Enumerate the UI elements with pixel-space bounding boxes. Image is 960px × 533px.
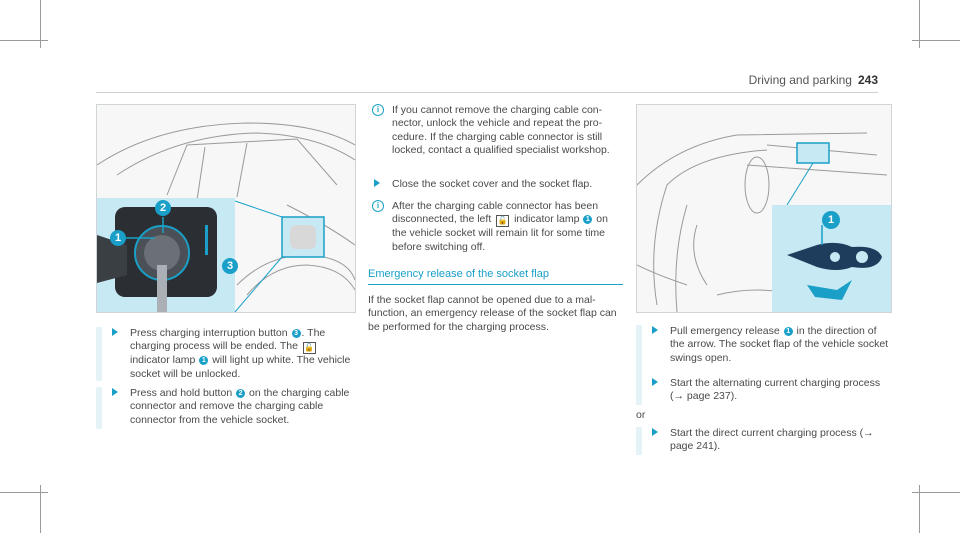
- step-pull-release: Pull emergency release 1 in the directio…: [636, 325, 890, 377]
- header-rule: [96, 92, 878, 93]
- info-text: After the charging cable connector has b…: [392, 200, 608, 253]
- step-text: Start the alternating current charging p…: [670, 377, 881, 403]
- figure-emergency-release: 1: [636, 104, 892, 313]
- crop-mark: [912, 492, 960, 493]
- crop-mark: [0, 492, 48, 493]
- section-rule: [368, 284, 623, 285]
- callout-3: 3: [222, 258, 238, 274]
- figure-charging-socket: 1 2 3: [96, 104, 356, 313]
- step-start-dc: Start the direct current charging proces…: [636, 427, 890, 455]
- step-arrow-icon: [652, 428, 658, 436]
- crop-mark: [912, 40, 960, 41]
- or-label: or: [636, 409, 646, 421]
- step-arrow-icon: [112, 328, 118, 336]
- header-title: Driving and parking: [748, 73, 852, 87]
- info-after-disconnect: i After the charging cable connector has…: [358, 200, 623, 254]
- callout-2: 2: [155, 200, 171, 216]
- step-arrow-icon: [112, 388, 118, 396]
- callout-1: 1: [110, 230, 126, 246]
- step-text: Pull emergency release 1 in the directio…: [670, 325, 889, 364]
- step-bar: [636, 325, 642, 377]
- info-cannot-remove: i If you cannot remove the charging cabl…: [358, 104, 623, 170]
- step-arrow-icon: [652, 326, 658, 334]
- callout-ref: 3: [291, 329, 301, 338]
- callout-ref: 1: [199, 356, 209, 366]
- unlock-icon: 🔓: [302, 342, 316, 355]
- step-text: Press and hold button 2 on the charging …: [130, 387, 350, 426]
- step-bar: [636, 377, 642, 405]
- callout-1: 1: [822, 211, 840, 229]
- crop-mark: [0, 40, 48, 41]
- info-icon: i: [372, 200, 384, 212]
- step-text: Close the socket cover and the socket fl…: [392, 178, 593, 190]
- running-header: Driving and parking 243: [749, 73, 878, 87]
- info-text: If you cannot remove the charging cable …: [392, 104, 610, 157]
- step-bar: [636, 427, 642, 455]
- crop-mark: [40, 485, 41, 533]
- callout-ref: 1: [783, 327, 793, 336]
- crop-mark: [40, 0, 41, 48]
- step-bar: [96, 387, 102, 429]
- step-press-hold: Press and hold button 2 on the charging …: [96, 387, 354, 429]
- section-paragraph: If the socket flap cannot be opened due …: [368, 294, 617, 333]
- section-heading: Emergency release of the socket flap: [368, 268, 549, 280]
- step-text: Start the direct current charging proces…: [670, 427, 874, 453]
- step-bar: [96, 327, 102, 381]
- crop-mark: [919, 485, 920, 533]
- step-arrow-icon: [652, 378, 658, 386]
- step-close-cover: Close the socket cover and the socket fl…: [358, 178, 623, 194]
- crop-mark: [919, 0, 920, 48]
- info-icon: i: [372, 104, 384, 116]
- step-start-ac: Start the alternating current charging p…: [636, 377, 890, 405]
- step-arrow-icon: [374, 179, 380, 187]
- unlock-icon: 🔓: [496, 215, 510, 228]
- callout-ref: 1: [583, 215, 593, 225]
- step-press-interruption: Press charging interruption button 3. Th…: [96, 327, 354, 381]
- page-number: 243: [857, 73, 878, 87]
- callout-ref: 2: [236, 389, 246, 398]
- step-text: Press charging interruption button 3. Th…: [130, 327, 351, 380]
